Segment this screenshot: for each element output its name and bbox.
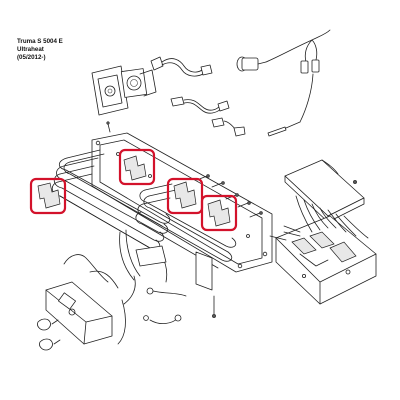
mounting-screws <box>106 121 263 319</box>
main-control-box <box>284 159 365 223</box>
power-switch-unit <box>37 281 113 351</box>
highlight-box-terminal-bracket-1 <box>118 148 156 186</box>
element-wiring <box>63 229 213 345</box>
highlight-box-terminal-bracket-3 <box>166 177 204 215</box>
model-name: Truma S 5004 E <box>17 38 63 45</box>
control-box-base <box>275 215 377 305</box>
highlight-box-terminal-bracket-2 <box>29 177 67 215</box>
diagram-caption: Truma S 5004 E Ultraheat (05/2012-) <box>17 38 63 62</box>
wall-control-panel <box>91 65 157 116</box>
control-cable-harness <box>150 56 246 137</box>
model-date-range: (05/2012-) <box>17 54 46 61</box>
terminal-brackets <box>37 155 231 227</box>
control-box-wiring <box>269 195 369 241</box>
highlight-box-terminal-bracket-4 <box>200 194 238 232</box>
temperature-sensor-assembly <box>236 29 331 137</box>
highlight-markers <box>29 148 238 232</box>
model-variant: Ultraheat <box>17 46 44 53</box>
